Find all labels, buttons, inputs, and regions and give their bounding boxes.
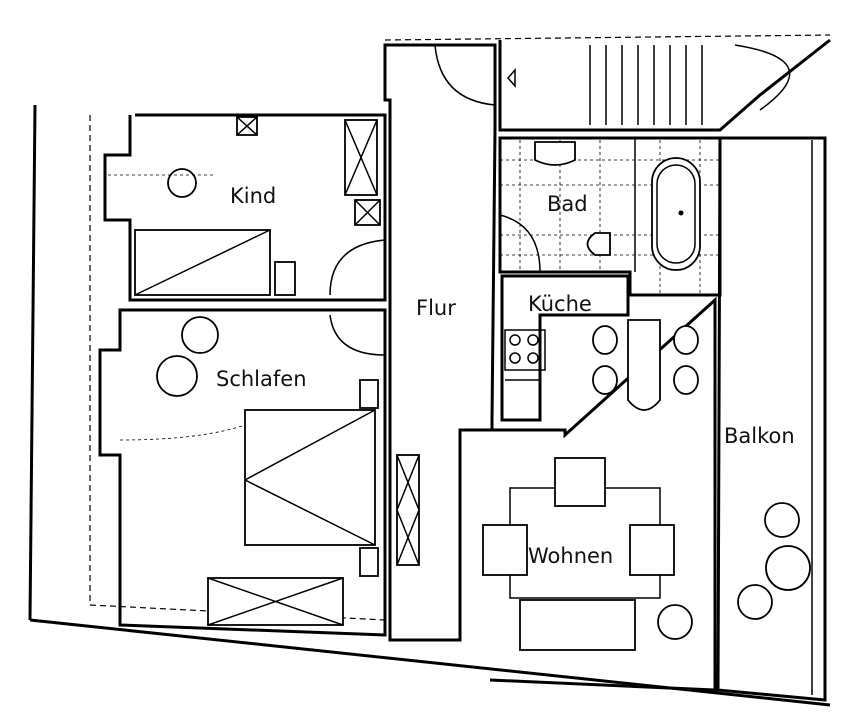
doors xyxy=(329,44,541,356)
balkon-furniture xyxy=(737,502,811,620)
room-label-schlafen: Schlafen xyxy=(216,367,307,391)
flur-wardrobe xyxy=(396,454,420,566)
kitchen-counter xyxy=(504,329,546,381)
room-label-kueche: Küche xyxy=(528,292,592,316)
wohnen-furniture xyxy=(482,457,693,651)
room-label-balkon: Balkon xyxy=(724,424,795,448)
room-labels: Kind Bad Küche Flur Schlafen Balkon Wohn… xyxy=(216,184,795,568)
bathroom-fixtures xyxy=(534,141,701,271)
room-label-kind: Kind xyxy=(230,184,276,208)
schlafen-furniture xyxy=(119,316,379,626)
staircase xyxy=(507,44,791,125)
room-label-flur: Flur xyxy=(416,296,456,320)
bathtub-icon xyxy=(651,157,701,271)
outer-outline xyxy=(28,34,831,707)
kitchen-table xyxy=(592,319,699,411)
room-label-wohnen: Wohnen xyxy=(528,544,613,568)
toilet-icon xyxy=(586,232,611,256)
kind-furniture xyxy=(108,116,381,296)
room-label-bad: Bad xyxy=(547,192,588,216)
sink-icon xyxy=(534,141,576,166)
